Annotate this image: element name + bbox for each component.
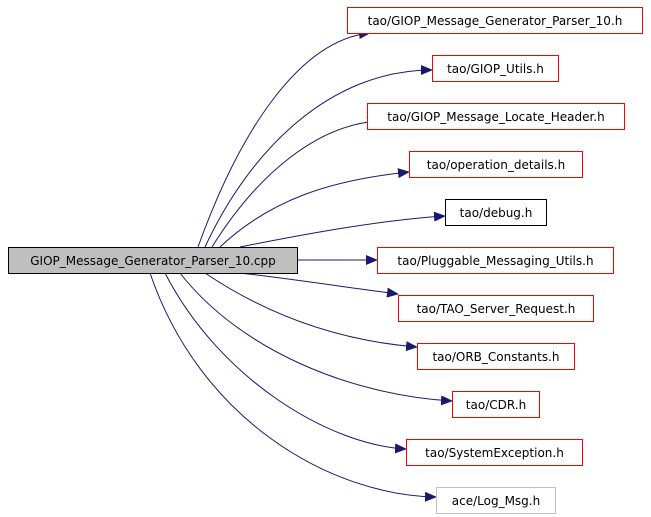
node-box	[367, 103, 625, 130]
node-label: ace/Log_Msg.h	[452, 494, 540, 508]
node-label: tao/operation_details.h	[427, 158, 565, 172]
edge-to-tao-tao-server-request-h	[239, 272, 399, 298]
source-file-node[interactable]: GIOP_Message_Generator_Parser_10.cpp	[8, 247, 298, 274]
node-label: tao/debug.h	[460, 206, 533, 220]
include-node-tao-operation-details-h[interactable]: tao/operation_details.h	[409, 151, 583, 178]
include-node-tao-cdr-h[interactable]: tao/CDR.h	[452, 391, 540, 418]
node-label: tao/SystemException.h	[425, 446, 564, 460]
source-node-box	[8, 247, 298, 274]
node-box	[452, 391, 540, 418]
node-box	[406, 439, 583, 466]
include-node-tao-tao-server-request-h[interactable]: tao/TAO_Server_Request.h	[398, 295, 594, 322]
node-box	[432, 55, 559, 82]
edge-to-tao-debug-h	[239, 211, 446, 248]
include-node-tao-orb-constants-h[interactable]: tao/ORB_Constants.h	[417, 343, 575, 370]
source-node-label: GIOP_Message_Generator_Parser_10.cpp	[30, 254, 276, 268]
edge-to-tao-cdr-h	[179, 272, 453, 406]
edge-to-tao-giop-message-locate-header-h	[211, 116, 379, 248]
node-label: tao/GIOP_Message_Generator_Parser_10.h	[368, 14, 623, 28]
edge-to-ace-log-msg-h	[149, 272, 437, 502]
nodes-layer: GIOP_Message_Generator_Parser_10.cpp tao/…	[8, 7, 643, 514]
edge-to-tao-systemexception-h	[164, 272, 407, 454]
edges-layer	[149, 29, 453, 502]
node-label: tao/CDR.h	[466, 398, 526, 412]
edge-to-tao-orb-constants-h	[204, 272, 418, 352]
node-label: tao/Pluggable_Messaging_Utils.h	[397, 254, 593, 268]
node-box	[377, 247, 614, 274]
include-node-tao-systemexception-h[interactable]: tao/SystemException.h	[406, 439, 583, 466]
include-node-tao-pluggable-messaging-utils-h[interactable]: tao/Pluggable_Messaging_Utils.h	[377, 247, 614, 274]
node-box	[417, 343, 575, 370]
node-box	[445, 199, 547, 226]
edge-to-tao-giop-message-generator-parser-10-h	[197, 29, 371, 248]
node-box	[409, 151, 583, 178]
include-node-ace-log-msg-h[interactable]: ace/Log_Msg.h	[436, 487, 556, 514]
include-node-tao-giop-message-locate-header-h[interactable]: tao/GIOP_Message_Locate_Header.h	[367, 103, 625, 130]
node-label: tao/GIOP_Utils.h	[447, 62, 544, 76]
edge-to-tao-giop-utils-h	[204, 65, 433, 248]
node-label: tao/TAO_Server_Request.h	[417, 302, 576, 316]
include-node-tao-giop-message-generator-parser-10-h[interactable]: tao/GIOP_Message_Generator_Parser_10.h	[347, 7, 643, 34]
node-label: tao/ORB_Constants.h	[432, 350, 559, 364]
node-box	[347, 7, 643, 34]
include-node-tao-debug-h[interactable]: tao/debug.h	[445, 199, 547, 226]
node-box	[436, 487, 556, 514]
include-node-tao-giop-utils-h[interactable]: tao/GIOP_Utils.h	[432, 55, 559, 82]
node-label: tao/GIOP_Message_Locate_Header.h	[387, 110, 604, 124]
edge-to-tao-operation-details-h	[219, 168, 410, 248]
node-box	[398, 295, 594, 322]
